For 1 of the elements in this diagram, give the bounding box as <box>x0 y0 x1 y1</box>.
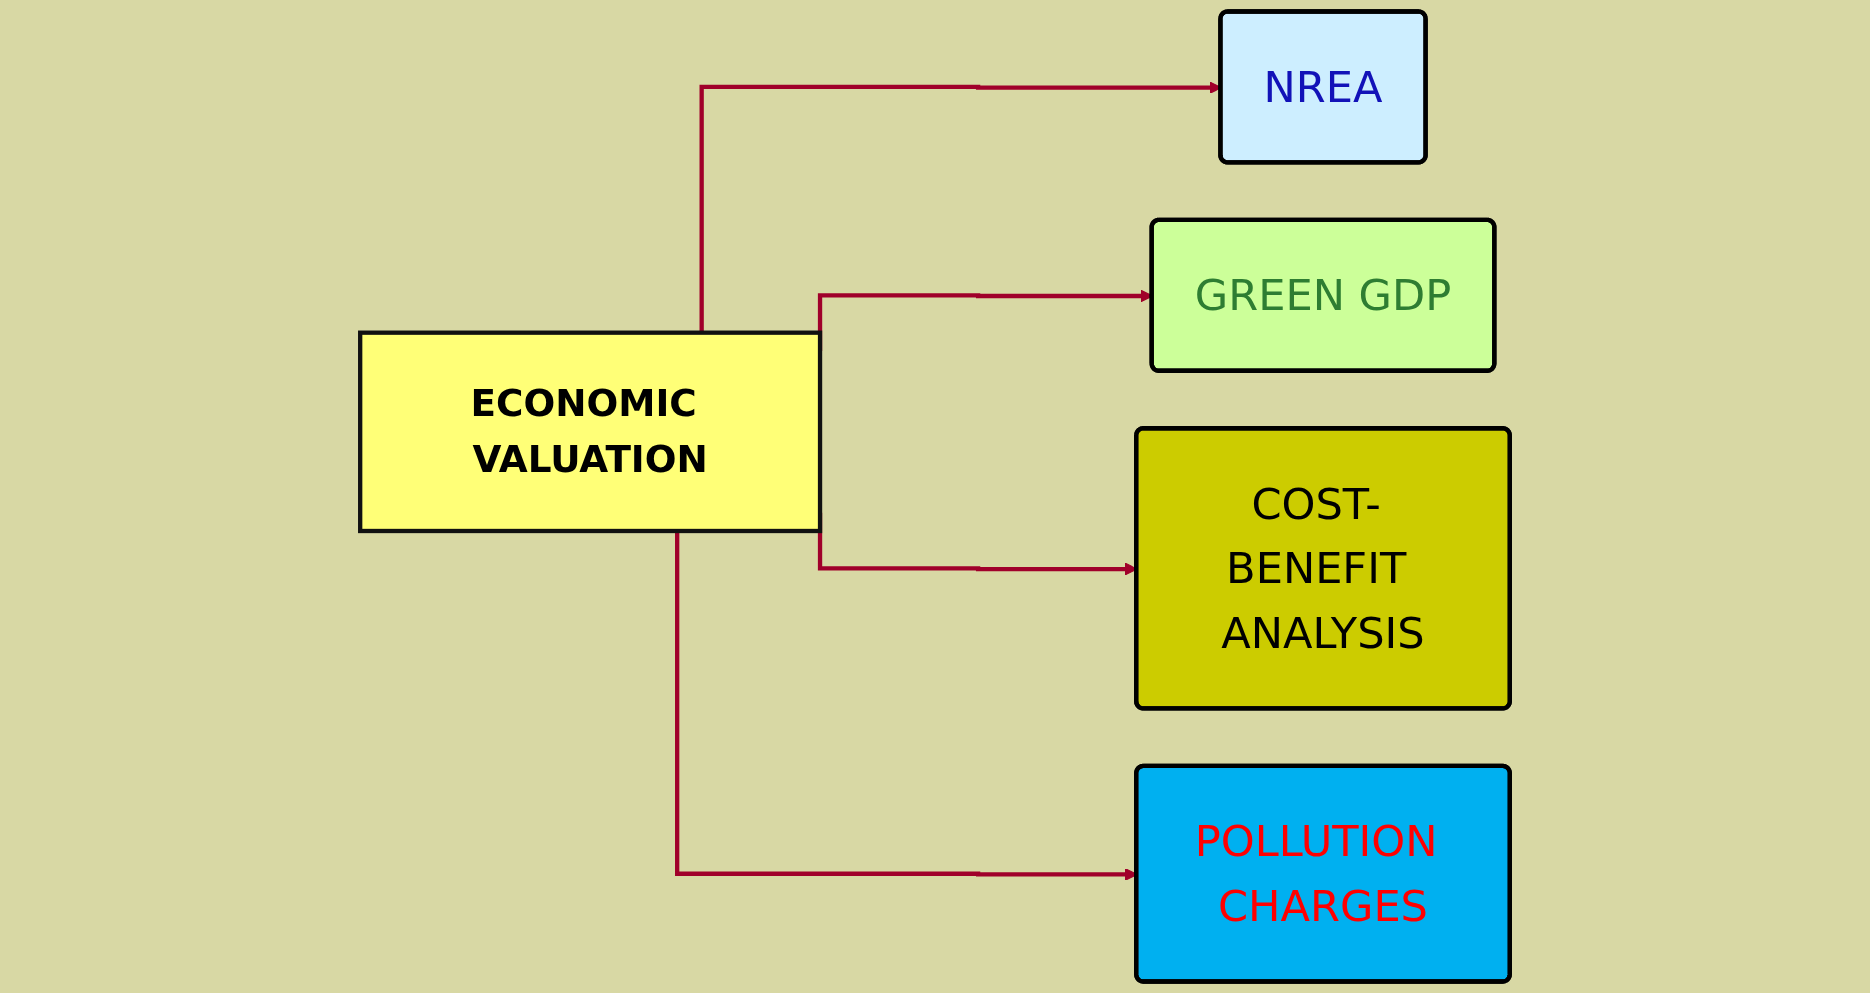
node-box: ECONOMIC VALUATION <box>358 330 823 534</box>
